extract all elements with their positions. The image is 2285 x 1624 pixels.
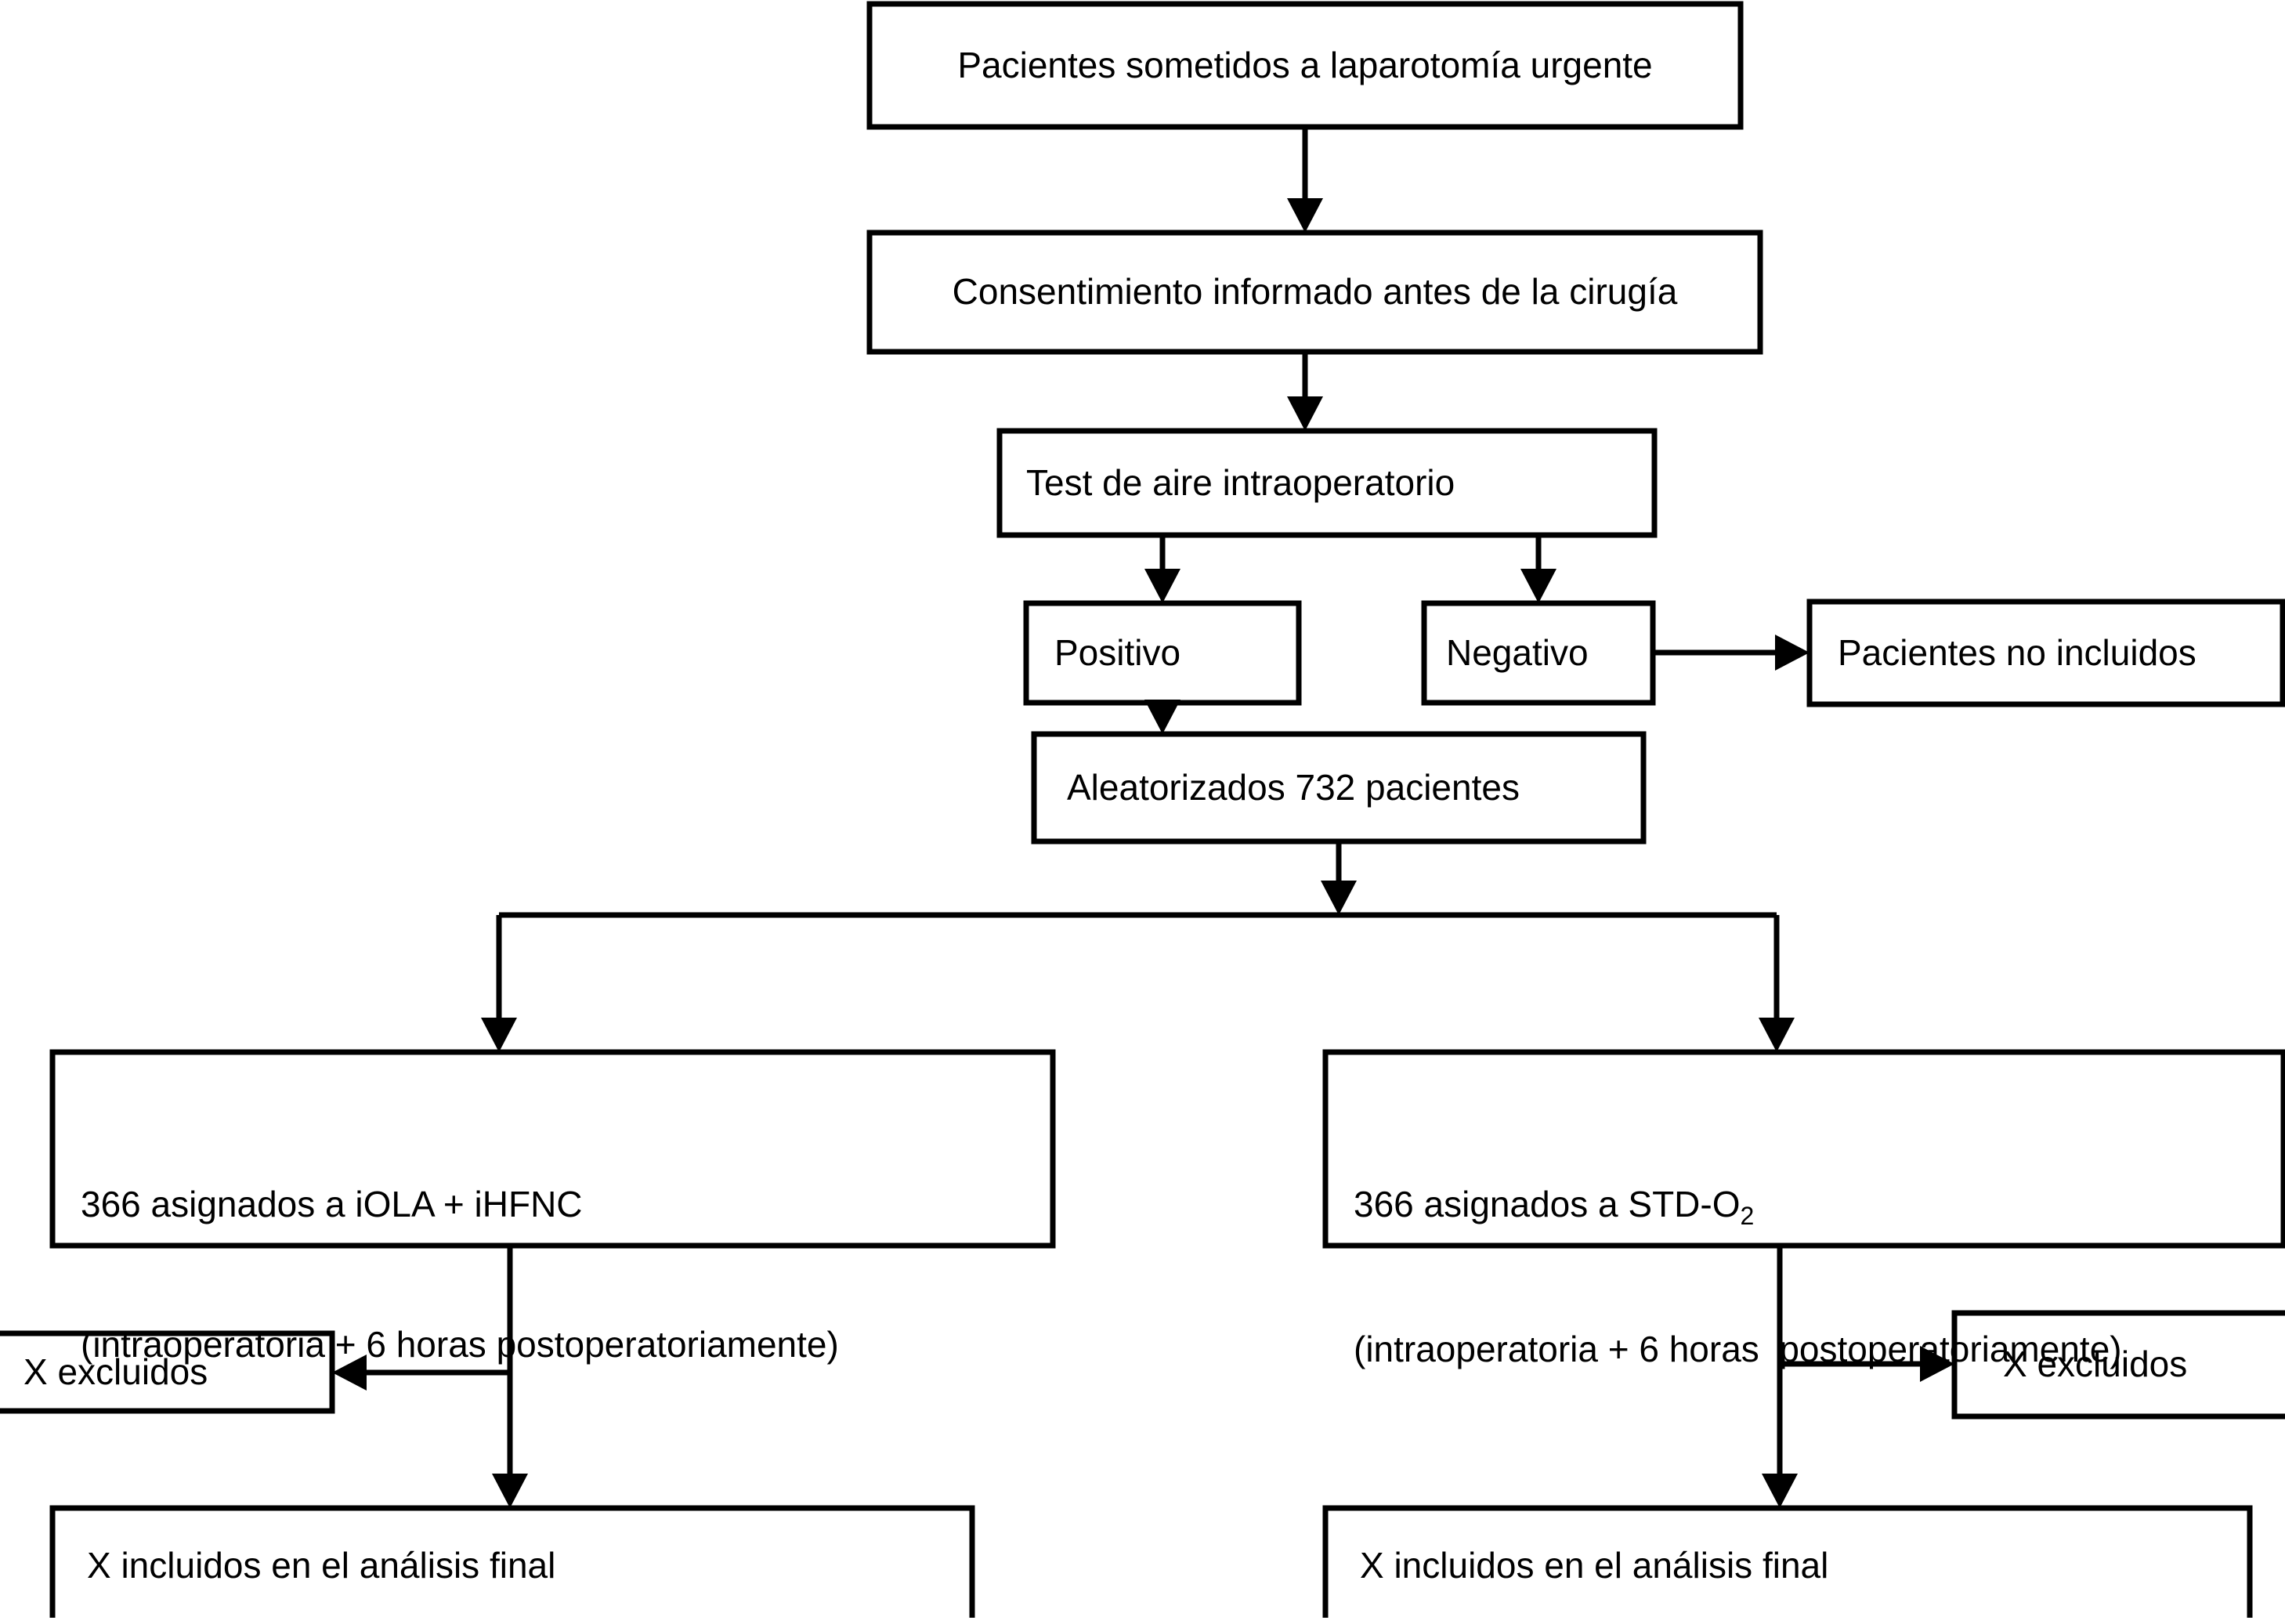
arrowhead-bus-to-arm-left [481,1018,517,1052]
node-box-air-test[interactable] [996,428,1658,538]
node-box-consent[interactable] [866,230,1763,355]
arrowhead-arm-right-to-analysed-right [1762,1474,1798,1508]
node-box-not-included[interactable] [1806,599,2285,707]
arrowhead-randomized-to-bus [1321,881,1357,915]
node-box-arm-left[interactable] [49,1049,1056,1249]
node-box-analysed-left[interactable] [49,1505,975,1618]
arrowhead-arm-right-to-excluded-right [1920,1346,1954,1382]
arrowhead-bus-to-arm-right [1759,1018,1795,1052]
arrowhead-consent-to-air-test [1287,396,1323,431]
arrowhead-air-test-to-negative [1520,569,1556,603]
arrowhead-arm-left-to-analysed-left [492,1474,528,1508]
arrowhead-negative-to-not-included [1775,635,1810,671]
node-box-excluded-left[interactable] [0,1330,335,1414]
node-box-analysed-right[interactable] [1322,1505,2253,1618]
node-box-arm-right[interactable] [1322,1049,2285,1249]
node-box-positive[interactable] [1023,600,1302,706]
node-box-excluded-right[interactable] [1951,1310,2285,1420]
arrowhead-enrollment-to-consent [1287,198,1323,233]
arrowhead-positive-to-randomized [1144,700,1180,734]
node-box-randomized[interactable] [1031,731,1647,845]
node-box-enrollment[interactable] [866,1,1744,130]
node-box-negative[interactable] [1421,600,1656,706]
arrowhead-arm-left-to-excluded-left [332,1355,367,1391]
arrowhead-air-test-to-positive [1144,569,1180,603]
